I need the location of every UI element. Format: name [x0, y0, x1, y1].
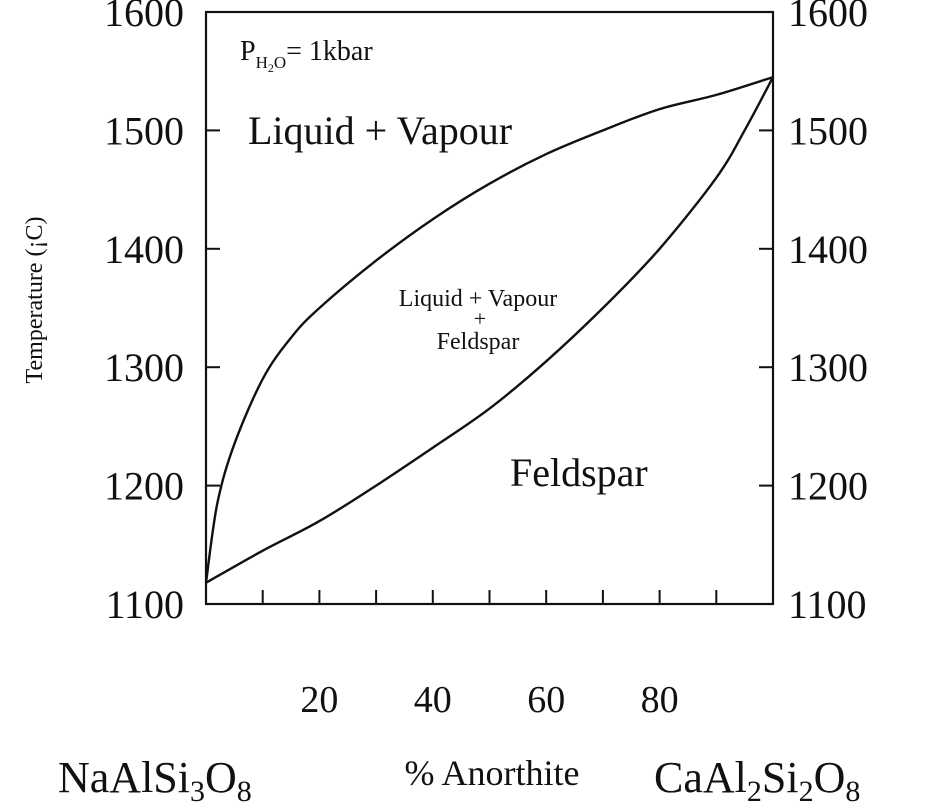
y-tick-label-right: 1600 [788, 0, 868, 35]
pressure-sub-h: H [256, 53, 268, 72]
field-mid-line2: Feldspar [437, 329, 520, 355]
x-tick-label: 20 [300, 679, 338, 721]
endmember-left-sub2: 8 [237, 775, 252, 808]
endmember-right-sub2: 2 [799, 775, 814, 808]
y-tick-labels-left: 1100 1200 1300 1400 1500 1600 [104, 0, 184, 627]
endmember-right-sub1: 2 [747, 775, 762, 808]
solidus-curve [205, 76, 775, 584]
endmember-right-1: CaAl [654, 753, 747, 802]
y-tick-label-left: 1400 [104, 227, 184, 272]
y-tick-label-right: 1400 [788, 227, 868, 272]
field-liquid-vapour: Liquid + Vapour [248, 108, 512, 153]
y-tick-label-right: 1300 [788, 345, 868, 390]
y-tick-label-right: 1100 [788, 582, 867, 627]
x-axis-title: % Anorthite [405, 753, 580, 793]
y-axis-title: Temperature (¡C) [22, 217, 48, 384]
pressure-sub-2: 2 [268, 61, 274, 75]
y-tick-labels-right: 1100 1200 1300 1400 1500 1600 [788, 0, 868, 627]
x-tick-label: 40 [414, 679, 452, 721]
y-tick-label-left: 1200 [104, 464, 184, 509]
pressure-rest: = 1kbar [286, 36, 373, 67]
pressure-p: P [240, 36, 256, 67]
endmember-left-1: NaAlSi [58, 753, 190, 802]
endmember-left-sub1: 3 [190, 775, 205, 808]
endmember-left-2: O [205, 753, 237, 802]
endmember-right-2: Si [762, 753, 799, 802]
x-tick-label: 60 [527, 679, 565, 721]
endmember-right-sub3: 8 [845, 775, 860, 808]
endmember-left: NaAlSi3O8 [58, 753, 252, 808]
pressure-sub-o: O [274, 53, 286, 72]
x-tick-label: 80 [641, 679, 679, 721]
field-feldspar: Feldspar [510, 450, 648, 495]
liquidus-curve [204, 75, 774, 583]
endmember-right: CaAl2Si2O8 [654, 753, 860, 808]
y-tick-label-left: 1500 [104, 108, 184, 153]
y-tick-label-right: 1500 [788, 108, 868, 153]
pressure-label: PH2O= 1kbar [240, 36, 373, 75]
field-mid-plus: + [474, 306, 486, 331]
y-tick-label-left: 1600 [104, 0, 184, 35]
endmember-right-3: O [814, 753, 846, 802]
y-tick-label-right: 1200 [788, 464, 868, 509]
x-tick-labels: 20 40 60 80 [300, 679, 678, 721]
y-tick-label-left: 1300 [104, 345, 184, 390]
field-mid-line1: Liquid + Vapour [399, 286, 557, 312]
y-tick-label-left: 1100 [105, 582, 184, 627]
tick-group [206, 11, 773, 605]
